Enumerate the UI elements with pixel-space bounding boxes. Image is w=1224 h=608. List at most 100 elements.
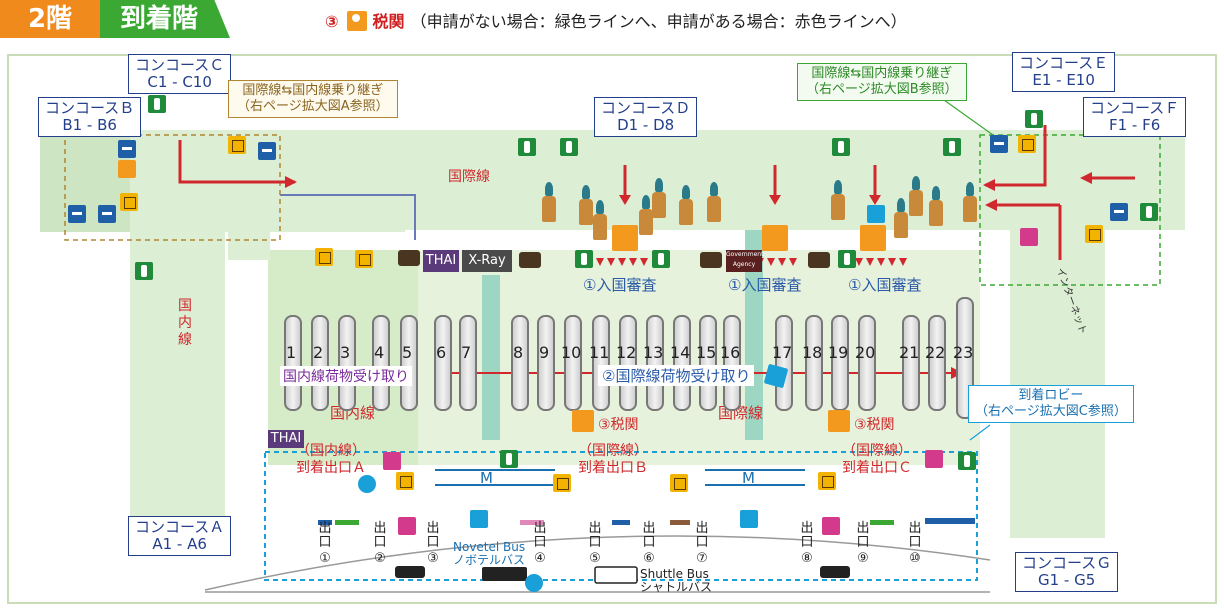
cart-icon (822, 517, 840, 535)
customs-point-icon (572, 410, 594, 432)
arrival-exit-b-type: （国際線） (578, 443, 648, 459)
statue (651, 178, 667, 218)
international-area-label: 国際線 (448, 169, 490, 185)
statue (706, 182, 722, 222)
customs-small-icon (118, 160, 136, 178)
atm-icon (525, 574, 543, 592)
baggage-carousel (592, 315, 610, 411)
arrival-exit-a-name: 到着出口Ａ (296, 460, 366, 476)
lobby-note: （右ページ拡大図C参照） (975, 404, 1127, 419)
customs-number: ③ (325, 12, 339, 31)
elevator-icon (1018, 135, 1036, 153)
concourse-d-gates: D1 - D8 (617, 116, 675, 134)
transfer-zone-b (979, 134, 1161, 286)
info-icon (740, 510, 758, 528)
floor-badge: 2階 (0, 0, 100, 38)
carousel-number: 4 (374, 343, 385, 362)
concourse-e-gates: E1 - E10 (1032, 71, 1095, 89)
immigration-booth-icon (860, 225, 886, 251)
concourse-f-gates: F1 - F6 (1108, 116, 1161, 134)
statue (830, 180, 846, 220)
toilet-icon (500, 450, 518, 468)
concourse-c-name: コンコースＣ (135, 56, 225, 74)
baggage-carousel (775, 315, 793, 411)
concourse-f-name: コンコースＦ (1090, 99, 1180, 117)
elevator-icon (553, 474, 571, 492)
elevator-icon (818, 472, 836, 490)
elevator-icon (355, 250, 373, 268)
statue (541, 182, 557, 222)
baggage-carousel (619, 315, 637, 411)
baggage-icon (808, 252, 830, 268)
carousel-number: 19 (828, 343, 849, 362)
arrow-f-head (1080, 172, 1092, 184)
domestic-route (280, 194, 416, 240)
transfer-zone-a (64, 134, 281, 241)
domestic-baggage-label: 国内線荷物受け取り (280, 366, 412, 386)
customs-note: （申請がない場合：緑色ラインへ、申請がある場合：赤色ラインへ） (410, 12, 907, 31)
baggage-carousel (928, 315, 946, 411)
concourse-a-name: コンコースＡ (135, 518, 225, 536)
novotel-bus-en: Novetel Bus (453, 540, 526, 554)
transfer-a-note: （右ページ拡大図A参照） (237, 99, 389, 114)
customs-point-icon (828, 410, 850, 432)
carousel-number: 6 (436, 343, 447, 362)
thai-sign-lobby: THAI (268, 430, 304, 448)
carousel-number: 5 (402, 343, 413, 362)
carousel-number: 1 (286, 343, 297, 362)
map-border (7, 54, 1217, 604)
government-agency-sign: Government Agency (726, 250, 763, 272)
escalator-icon (670, 474, 688, 492)
immigration-lanes-1 (596, 258, 648, 266)
thai-sign: THAI (423, 250, 459, 272)
transfer-a-title: 国際線⇆国内線乗り継ぎ (242, 83, 384, 98)
elevator-icon (1085, 225, 1103, 243)
baggage-carousel (284, 315, 302, 411)
baggage-carousel (673, 315, 691, 411)
carousel-number: 11 (589, 343, 610, 362)
toilet-icon (943, 138, 961, 156)
transfer-callout-b: 国際線⇆国内線乗り継ぎ（右ページ拡大図B参照） (797, 63, 967, 101)
toilet-icon (148, 95, 166, 113)
baggage-carousel (311, 315, 329, 411)
meeting-point-sign-c: M (742, 469, 755, 487)
shuttle-bus-en: Shuttle Bus (640, 567, 709, 581)
info-icon (470, 510, 488, 528)
concourse-a-gates: A1 - A6 (152, 535, 207, 553)
baggage-carousel (400, 315, 418, 411)
toilet-icon (832, 138, 850, 156)
baggage-carousel (537, 315, 555, 411)
pier-d-floor (275, 130, 995, 230)
arrival-lobby-callout: 到着ロビー（右ページ拡大図C参照） (968, 385, 1134, 423)
carousel-number: 8 (513, 343, 524, 362)
lobby-title: 到着ロビー (1018, 388, 1084, 403)
statue (928, 186, 944, 226)
arrival-exit-c-type: （国際線） (842, 443, 912, 459)
baggage-icon (519, 252, 541, 268)
leader-c (969, 424, 991, 441)
toilet-icon (838, 250, 856, 268)
toilet-icon (652, 250, 670, 268)
transfer-b-note: （右ページ拡大図B参照） (806, 82, 958, 97)
arrival-exit-c: （国際線）到着出口Ｃ (842, 443, 912, 477)
shuttle-bus-ja: シャトルバス (640, 580, 713, 594)
baggage-carousel (831, 315, 849, 411)
baggage-icon (398, 250, 420, 266)
toilet-icon (1025, 110, 1043, 128)
immigration-booth-icon (612, 225, 638, 251)
atm-icon (358, 475, 376, 493)
baggage-carousel (902, 315, 920, 411)
transfer-icon (1110, 203, 1128, 221)
carousel-number: 23 (953, 343, 974, 362)
curb-road (204, 535, 991, 591)
cart-icon (383, 452, 401, 470)
customs-icon (346, 11, 367, 31)
